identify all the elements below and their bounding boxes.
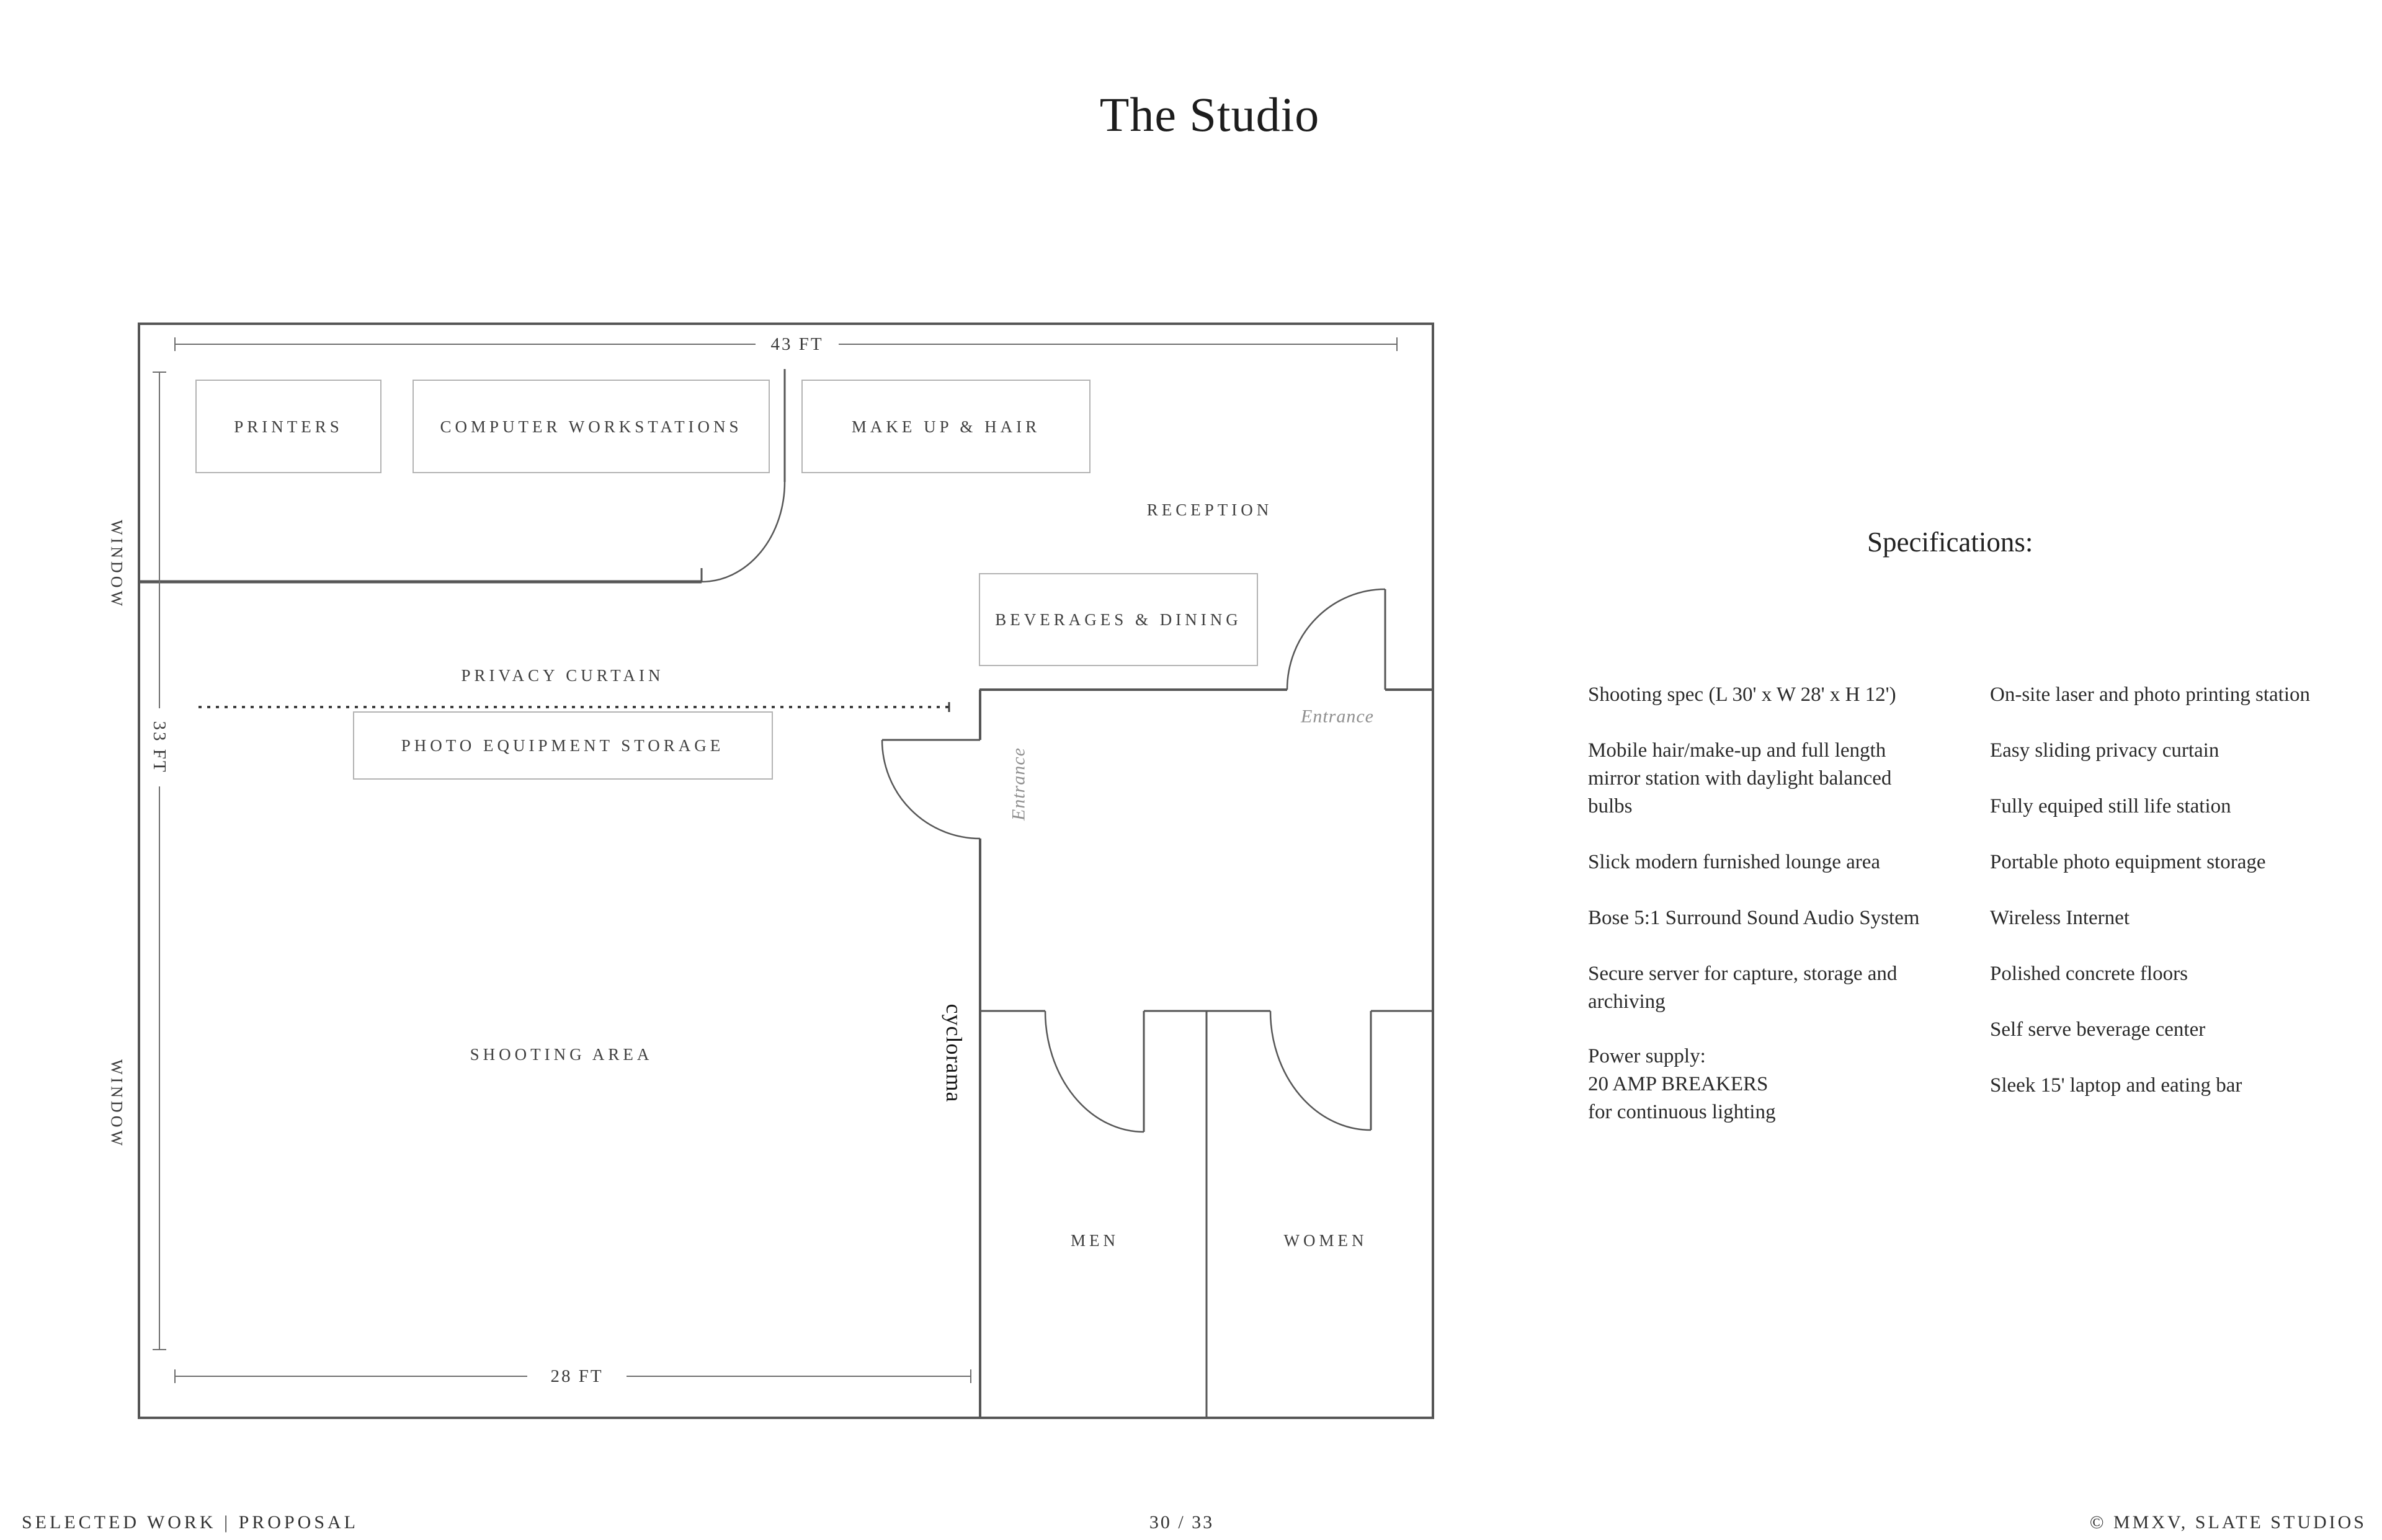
spec-line: Secure server for capture, storage and (1588, 963, 1898, 985)
privacy-curtain-label: PRIVACY CURTAIN (461, 666, 664, 685)
outer-wall (138, 323, 1434, 1419)
beverages-dining-box (979, 573, 1258, 666)
entrance-label-center: Entrance (1009, 747, 1029, 821)
door-arc-women (1269, 1010, 1372, 1131)
footer-page-number: 30 / 33 (1149, 1512, 1215, 1533)
spec-line: Wireless Internet (1990, 907, 2130, 929)
spec-line: archiving (1588, 990, 1666, 1013)
cyclorama-label: cyclorama (942, 1004, 966, 1103)
spec-line: Sleek 15' laptop and eating bar (1990, 1074, 2242, 1097)
dimension-lines (153, 337, 1398, 1383)
door-arc-entrance-right (1286, 588, 1386, 690)
door-arc-entrance-center (881, 739, 981, 840)
men-label: MEN (1071, 1231, 1119, 1250)
spec-line: Polished concrete floors (1990, 963, 2188, 985)
spec-line: Slick modern furnished lounge area (1588, 851, 1881, 873)
spec-item: Power supply: 20 AMP BREAKERS for contin… (1588, 1043, 1775, 1126)
spec-line: 20 AMP BREAKERS (1588, 1073, 1769, 1095)
spec-line: Fully equiped still life station (1990, 795, 2231, 817)
makeup-hair-label: MAKE UP & HAIR (852, 417, 1040, 436)
spec-item: Bose 5:1 Surround Sound Audio System (1588, 904, 1919, 932)
page-title: The Studio (1099, 87, 1320, 141)
photo-equipment-storage-box (353, 711, 773, 780)
spec-item: Easy sliding privacy curtain (1990, 737, 2219, 765)
printers-box (195, 380, 381, 473)
reception-label: RECEPTION (1147, 501, 1273, 519)
spec-item: Polished concrete floors (1990, 960, 2188, 988)
spec-item: Wireless Internet (1990, 904, 2130, 932)
spec-item: On-site laser and photo printing station (1990, 681, 2310, 709)
spec-line: Power supply: (1588, 1045, 1706, 1067)
footer-left: SELECTED WORK | PROPOSAL (22, 1512, 359, 1533)
photo-equipment-storage-label: PHOTO EQUIPMENT STORAGE (401, 736, 725, 755)
dim-left-label: 33 FT (149, 721, 169, 773)
computer-workstations-label: COMPUTER WORKSTATIONS (440, 417, 742, 436)
spec-line: Portable photo equipment storage (1990, 851, 2266, 873)
window-label-upper: WINDOW (108, 520, 126, 609)
computer-workstations-box (413, 380, 770, 473)
specifications-heading: Specifications: (1867, 527, 2033, 558)
spec-item: Fully equiped still life station (1990, 793, 2231, 821)
spec-item: Mobile hair/make-up and full length mirr… (1588, 737, 1891, 821)
women-label: WOMEN (1284, 1231, 1368, 1250)
printers-label: PRINTERS (234, 417, 343, 436)
spec-item: Shooting spec (L 30' x W 28' x H 12') (1588, 681, 1896, 709)
shooting-area-label: SHOOTING AREA (470, 1045, 653, 1064)
door-arc-men (1044, 1010, 1144, 1133)
spec-item: Slick modern furnished lounge area (1588, 848, 1880, 876)
spec-line: bulbs (1588, 795, 1633, 817)
plan-walls (138, 323, 1434, 1419)
room-boxes (195, 380, 1258, 780)
dim-bottom-label: 28 FT (550, 1366, 603, 1386)
spec-item: Portable photo equipment storage (1990, 848, 2266, 876)
door-arc-workroom (701, 481, 786, 583)
window-label-lower: WINDOW (108, 1059, 126, 1149)
spec-line: Mobile hair/make-up and full length (1588, 739, 1886, 762)
footer-right: © MMXV, SLATE STUDIOS (2089, 1512, 2366, 1533)
spec-line: Shooting spec (L 30' x W 28' x H 12') (1588, 683, 1896, 706)
spec-item: Sleek 15' laptop and eating bar (1990, 1072, 2242, 1100)
spec-item: Secure server for capture, storage and a… (1588, 960, 1897, 1016)
dim-top-label: 43 FT (770, 334, 823, 354)
spec-line: mirror station with daylight balanced (1588, 767, 1892, 790)
spec-line: for continuous lighting (1588, 1101, 1776, 1123)
spec-item: Self serve beverage center (1990, 1016, 2205, 1044)
entrance-label-right: Entrance (1300, 706, 1374, 727)
beverages-dining-label: BEVERAGES & DINING (995, 610, 1242, 629)
spec-line: Bose 5:1 Surround Sound Audio System (1588, 907, 1920, 929)
spec-line: On-site laser and photo printing station (1990, 683, 2310, 706)
spec-line: Self serve beverage center (1990, 1018, 2206, 1041)
makeup-hair-box (801, 380, 1091, 473)
spec-line: Easy sliding privacy curtain (1990, 739, 2219, 762)
